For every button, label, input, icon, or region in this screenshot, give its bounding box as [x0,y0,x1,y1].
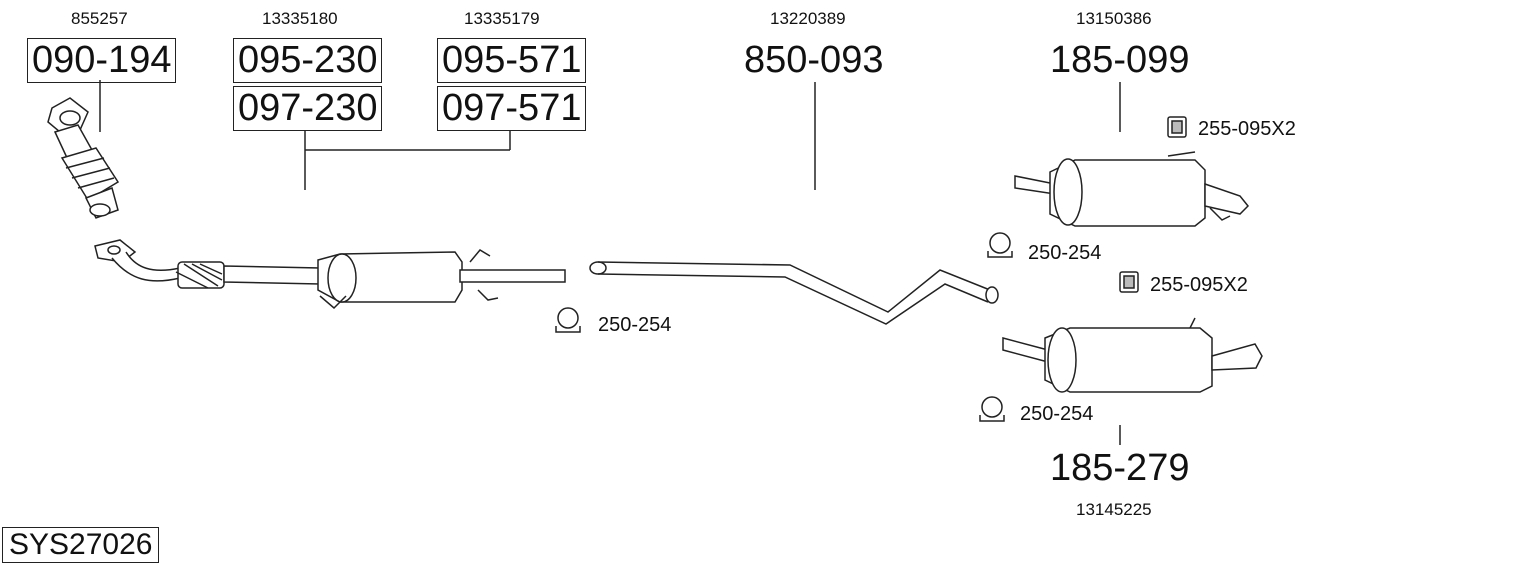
part-code-front-cat-1[interactable]: 095-230 [233,38,383,83]
clamp-right-top-icon [987,232,1013,258]
system-code: SYS27026 [2,527,160,563]
oem-front-cat-alt: 13335179 [464,9,540,28]
oem-rear-b: 13145225 [1076,500,1152,519]
clamp-left-icon [555,307,581,333]
oem-front-cat: 13335180 [262,9,338,28]
rear-silencer-b-part [1002,317,1263,393]
front-pipe-part [94,239,566,310]
part-code-rear-a[interactable]: 185-099 [1050,39,1190,81]
clamp-right-bottom-icon [979,396,1005,422]
mount-top-icon [1167,116,1187,138]
part-code-front-cat-2[interactable]: 097-230 [233,86,383,131]
part-code-front-cat-alt-1[interactable]: 095-571 [437,38,587,83]
mount-middle-label[interactable]: 255-095X2 [1150,274,1248,296]
part-code-rear-b[interactable]: 185-279 [1050,447,1190,489]
clamp-right-bottom-label[interactable]: 250-254 [1020,403,1094,425]
part-code-manifold[interactable]: 090-194 [27,38,177,83]
mount-middle-icon [1119,271,1139,293]
part-code-middle-pipe[interactable]: 850-093 [744,39,884,81]
oem-manifold: 855257 [71,9,128,28]
clamp-right-top-label[interactable]: 250-254 [1028,242,1102,264]
oem-middle-pipe: 13220389 [770,9,846,28]
oem-rear-a: 13150386 [1076,9,1152,28]
manifold-catalyst-part [47,97,120,219]
middle-pipe-part [589,261,999,325]
rear-silencer-a-part [1014,151,1250,227]
mount-top-label[interactable]: 255-095X2 [1198,118,1296,140]
clamp-left-label[interactable]: 250-254 [598,314,672,336]
part-code-front-cat-alt-2[interactable]: 097-571 [437,86,587,131]
